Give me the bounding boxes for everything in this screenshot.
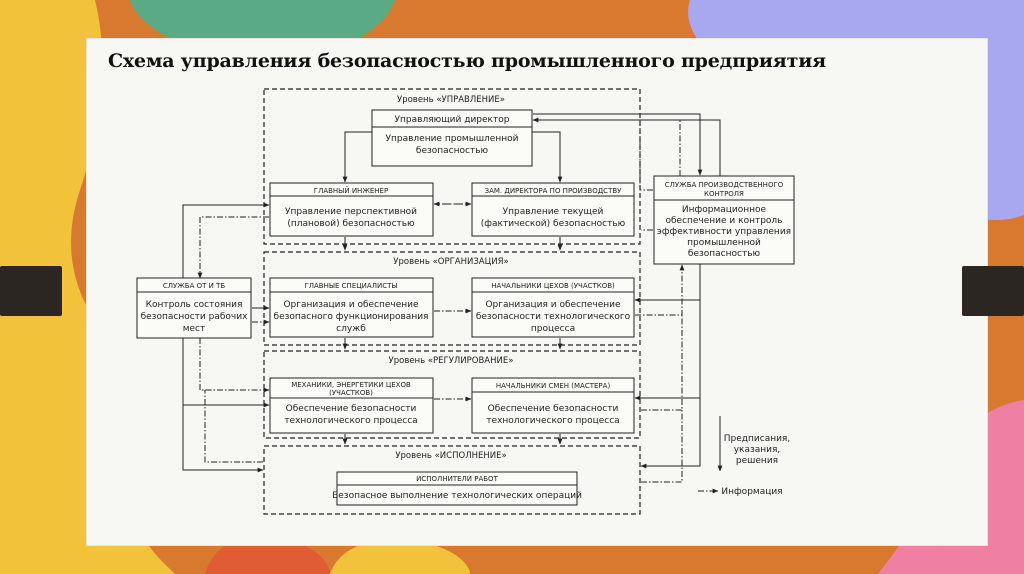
workers-box <box>336 471 578 506</box>
chief-specialists-header: ГЛАВНЫЕ СПЕЦИАЛИСТЫ <box>304 282 397 290</box>
deputy-director-body-line: (фактической) безопасностью <box>481 219 626 229</box>
production-control-body-line: обеспечение и контроль <box>665 216 782 226</box>
shop-heads-header: НАЧАЛЬНИКИ ЦЕХОВ (УЧАСТКОВ) <box>491 282 615 290</box>
level-organization-label: Уровень «ОРГАНИЗАЦИЯ» <box>393 257 508 267</box>
mechanics-header: (УЧАСТКОВ) <box>329 389 373 397</box>
shift-heads-body-line: Обеспечение безопасности <box>488 404 619 414</box>
production-control-header: СЛУЖБА ПРОИЗВОДСТВЕННОГО <box>665 181 784 189</box>
deputy-director-box <box>471 182 635 237</box>
chief-specialists-box <box>269 277 434 338</box>
shift-heads-header: НАЧАЛЬНИКИ СМЕН (МАСТЕРА) <box>496 382 611 390</box>
level-regulation-label: Уровень «РЕГУЛИРОВАНИЕ» <box>389 356 514 366</box>
production-control-box <box>653 175 795 265</box>
chief-specialists-body-line: безопасного функционирования <box>274 312 429 322</box>
shop-heads-box <box>471 277 635 338</box>
production-control-body-line: промышленной <box>687 238 761 248</box>
ot-service-body-line: мест <box>183 324 206 334</box>
legend-solid-label: решения <box>736 456 778 466</box>
deputy-director-body-line: Управление текущей <box>503 207 604 217</box>
ot-service-box <box>136 277 252 339</box>
shift-heads-body-line: технологического процесса <box>486 416 619 426</box>
shift-to-control-info <box>641 315 683 411</box>
yellow-blob-bottom <box>330 539 470 574</box>
level-regulation-frame <box>263 350 641 439</box>
legend-solid-label: указания, <box>734 445 781 455</box>
level-execution-frame <box>263 445 641 515</box>
workers-header: ИСПОЛНИТЕЛИ РАБОТ <box>416 475 498 483</box>
control-to-execution-arrow <box>640 398 701 469</box>
shop-heads-body-line: безопасности технологического <box>476 312 631 322</box>
legend-solid-label: Предписания, <box>724 434 790 444</box>
production-control-body-line: эффективности управления <box>657 227 791 237</box>
chief-engineer-box <box>269 182 434 237</box>
legend-dashdot-label: Информация <box>721 487 782 497</box>
ot-service-body-line: безопасности рабочих <box>141 312 248 322</box>
chief-specialists-body-line: Организация и обеспечение <box>283 300 419 310</box>
execution-to-ot-info <box>204 390 263 463</box>
control-to-director-arrow <box>532 117 721 176</box>
level-execution-label: Уровень «ИСПОЛНЕНИЕ» <box>395 451 506 461</box>
deputy-director-header: ЗАМ. ДИРЕКТОРА ПО ПРОИЗВОДСТВУ <box>485 187 623 195</box>
right-board-handle <box>962 266 1024 316</box>
chief-engineer-header: ГЛАВНЫЙ ИНЖЕНЕР <box>314 186 388 195</box>
ot-mechanics-info <box>199 338 270 393</box>
info-to-director <box>533 119 681 176</box>
shop-to-control-info <box>635 264 685 316</box>
ot-to-execution-arrow <box>182 405 264 473</box>
control-to-director-info <box>639 120 653 191</box>
engineer-to-ot-info <box>197 216 269 279</box>
shop-heads-body-line: процесса <box>531 324 575 334</box>
legend: Предписания, указания, решения Информаци… <box>698 416 790 497</box>
control-to-shop-arrow <box>634 264 701 303</box>
level-organization-frame <box>263 251 641 346</box>
production-control-body-line: Информационное <box>682 205 767 215</box>
ot-service-header: СЛУЖБА ОТ И ТБ <box>163 282 226 290</box>
level-management-frame <box>263 88 641 245</box>
ot-left-trunk <box>182 202 270 278</box>
ot-to-mechanics-arrow <box>182 338 270 408</box>
director-body-line: Управление промышленной <box>386 134 519 144</box>
slide-title: Схема управления безопасностью промышлен… <box>108 50 826 72</box>
left-board-handle <box>0 266 62 316</box>
workers-body: Безопасное выполнение технологических оп… <box>332 491 582 501</box>
shop-heads-body-line: Организация и обеспечение <box>485 300 621 310</box>
production-control-header: КОНТРОЛЯ <box>704 190 744 198</box>
level-management-label: Уровень «УПРАВЛЕНИЕ» <box>397 95 505 105</box>
chief-engineer-body-line: Управление перспективной <box>285 207 417 217</box>
chief-engineer-body-line: (плановой) безопасностью <box>287 219 415 229</box>
execution-to-control-info <box>641 410 683 483</box>
ot-service-body-line: Контроль состояния <box>146 300 243 310</box>
chief-specialists-body-line: служб <box>336 324 366 334</box>
director-header: Управляющий директор <box>395 115 510 125</box>
mechanics-header: МЕХАНИКИ, ЭНЕРГЕТИКИ ЦЕХОВ <box>291 381 411 389</box>
director-to-deputy-arrow <box>532 131 563 183</box>
mechanics-body-line: технологического процесса <box>284 416 417 426</box>
director-box <box>371 109 533 167</box>
mechanics-box <box>269 377 434 434</box>
mechanics-body-line: Обеспечение безопасности <box>286 404 417 414</box>
shift-heads-box <box>471 377 635 434</box>
director-body-line: безопасностью <box>416 146 489 156</box>
director-to-control-arrow <box>533 113 703 176</box>
director-to-chief-engineer-arrow <box>342 131 372 183</box>
production-control-body-line: безопасностью <box>688 249 761 259</box>
